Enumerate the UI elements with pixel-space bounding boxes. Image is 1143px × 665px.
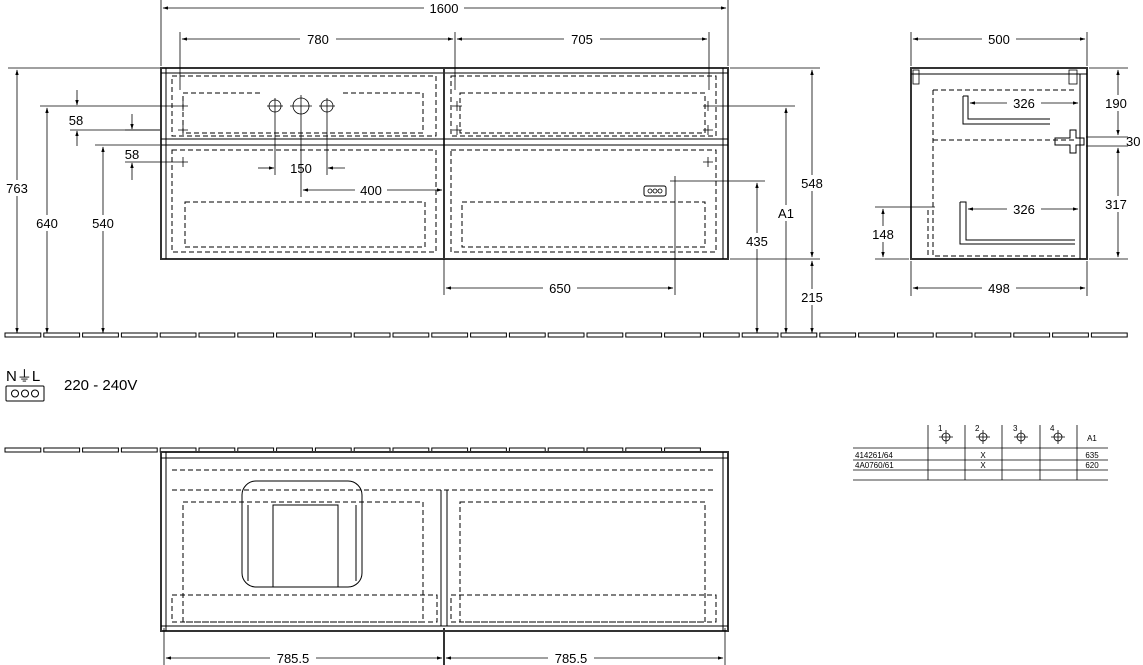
power-socket-icon bbox=[643, 185, 667, 197]
dim-height-215: 215 bbox=[801, 290, 823, 305]
floor-tile bbox=[82, 332, 119, 338]
side-view: 500 326 326 190 30 317 148 498 bbox=[866, 31, 1140, 296]
dim-height-148: 148 bbox=[872, 227, 894, 242]
dim-offset-58-upper: 58 bbox=[69, 113, 83, 128]
floor-tile bbox=[780, 332, 818, 338]
tap-hole-center-icon bbox=[290, 95, 312, 117]
power-outlet-icon bbox=[5, 385, 45, 402]
dim-plan-right-width: 785.5 bbox=[555, 651, 588, 665]
floor-tile bbox=[547, 332, 585, 338]
dim-offset-400: 400 bbox=[360, 183, 382, 198]
table-header-2: 2 bbox=[975, 424, 980, 433]
power-voltage: 220 - 240V bbox=[64, 377, 137, 394]
plan-cabinet-outline bbox=[160, 451, 729, 632]
floor-tile bbox=[625, 332, 663, 338]
floor-tile bbox=[4, 447, 42, 453]
variant-table: 1 2 3 4 A1 414261/64 X 635 4A0760/61 X 6… bbox=[853, 424, 1108, 481]
dim-offset-650: 650 bbox=[549, 281, 571, 296]
floor-tile bbox=[1052, 332, 1089, 338]
floor-tile bbox=[237, 332, 275, 338]
floor-tile bbox=[974, 332, 1012, 338]
floor-tile bbox=[276, 332, 313, 338]
floor-tile bbox=[159, 332, 197, 338]
dim-height-a1: A1 bbox=[778, 206, 794, 221]
dim-height-30: 30 bbox=[1126, 134, 1140, 149]
floor-tile bbox=[198, 332, 236, 338]
dim-height-548: 548 bbox=[801, 176, 823, 191]
floor-tile bbox=[392, 332, 430, 338]
floor-tile bbox=[702, 332, 740, 338]
floor-line-upper bbox=[4, 332, 1128, 338]
dim-drawer-depth-upper: 326 bbox=[1013, 96, 1035, 111]
dim-height-540: 540 bbox=[92, 216, 114, 231]
floor-tile bbox=[586, 332, 624, 338]
floor-tile bbox=[858, 332, 895, 338]
floor-tile bbox=[664, 332, 701, 338]
floor-tile bbox=[508, 332, 546, 338]
floor-tile bbox=[1013, 332, 1051, 338]
power-spec: N⏚L 220 - 240V bbox=[5, 368, 137, 402]
plan-view: 785.5 785.5 bbox=[160, 451, 729, 665]
dim-height-190: 190 bbox=[1105, 96, 1127, 111]
power-terminal-symbol: N⏚L bbox=[6, 368, 40, 385]
floor-tile bbox=[935, 332, 973, 338]
floor-tile bbox=[43, 447, 81, 453]
table-cell-a1: 620 bbox=[1085, 461, 1099, 470]
floor-tile bbox=[819, 332, 857, 338]
floor-tile bbox=[741, 332, 779, 338]
dim-left-width: 780 bbox=[307, 32, 329, 47]
dim-height-435: 435 bbox=[746, 234, 768, 249]
floor-tile bbox=[896, 332, 934, 338]
table-cell: X bbox=[980, 461, 986, 470]
floor-line-lower bbox=[4, 447, 701, 453]
floor-tile bbox=[314, 332, 352, 338]
table-cell: X bbox=[980, 451, 986, 460]
table-header-4: 4 bbox=[1050, 424, 1055, 433]
floor-tile bbox=[82, 447, 119, 453]
floor-tile bbox=[120, 447, 158, 453]
floor-tile bbox=[120, 332, 158, 338]
floor-tile bbox=[4, 332, 42, 338]
basin-cutout bbox=[241, 480, 363, 588]
table-header-3: 3 bbox=[1013, 424, 1018, 433]
table-row-code: 4A0760/61 bbox=[855, 461, 894, 470]
dim-height-317: 317 bbox=[1105, 197, 1127, 212]
table-cell-a1: 635 bbox=[1085, 451, 1099, 460]
front-view: 1600 780 705 763 640 540 58 bbox=[2, 0, 828, 334]
floor-tile bbox=[43, 332, 81, 338]
table-header-a1: A1 bbox=[1087, 434, 1097, 443]
tap-position-icons bbox=[939, 430, 1065, 444]
floor-tile bbox=[470, 332, 507, 338]
dim-side-depth-bottom: 498 bbox=[988, 281, 1010, 296]
table-row: 414261/64 X 635 bbox=[855, 451, 1099, 460]
floor-tile bbox=[1090, 332, 1128, 338]
dim-total-height: 763 bbox=[6, 181, 28, 196]
dim-drawer-depth-lower: 326 bbox=[1013, 202, 1035, 217]
dim-side-depth-top: 500 bbox=[988, 32, 1010, 47]
table-header-1: 1 bbox=[938, 424, 943, 433]
floor-tile bbox=[431, 332, 469, 338]
dim-height-640: 640 bbox=[36, 216, 58, 231]
table-row: 4A0760/61 X 620 bbox=[855, 461, 1099, 470]
side-cabinet-outline bbox=[910, 67, 1088, 260]
tap-hole-right-icon bbox=[319, 98, 335, 114]
dim-plan-left-width: 785.5 bbox=[277, 651, 310, 665]
dim-right-width: 705 bbox=[571, 32, 593, 47]
table-row-code: 414261/64 bbox=[855, 451, 893, 460]
floor-tile bbox=[353, 332, 391, 338]
mounting-point-marks bbox=[178, 101, 713, 186]
dim-offset-58-lower: 58 bbox=[125, 147, 139, 162]
dim-total-width: 1600 bbox=[430, 1, 459, 16]
tap-hole-left-icon bbox=[267, 98, 283, 114]
